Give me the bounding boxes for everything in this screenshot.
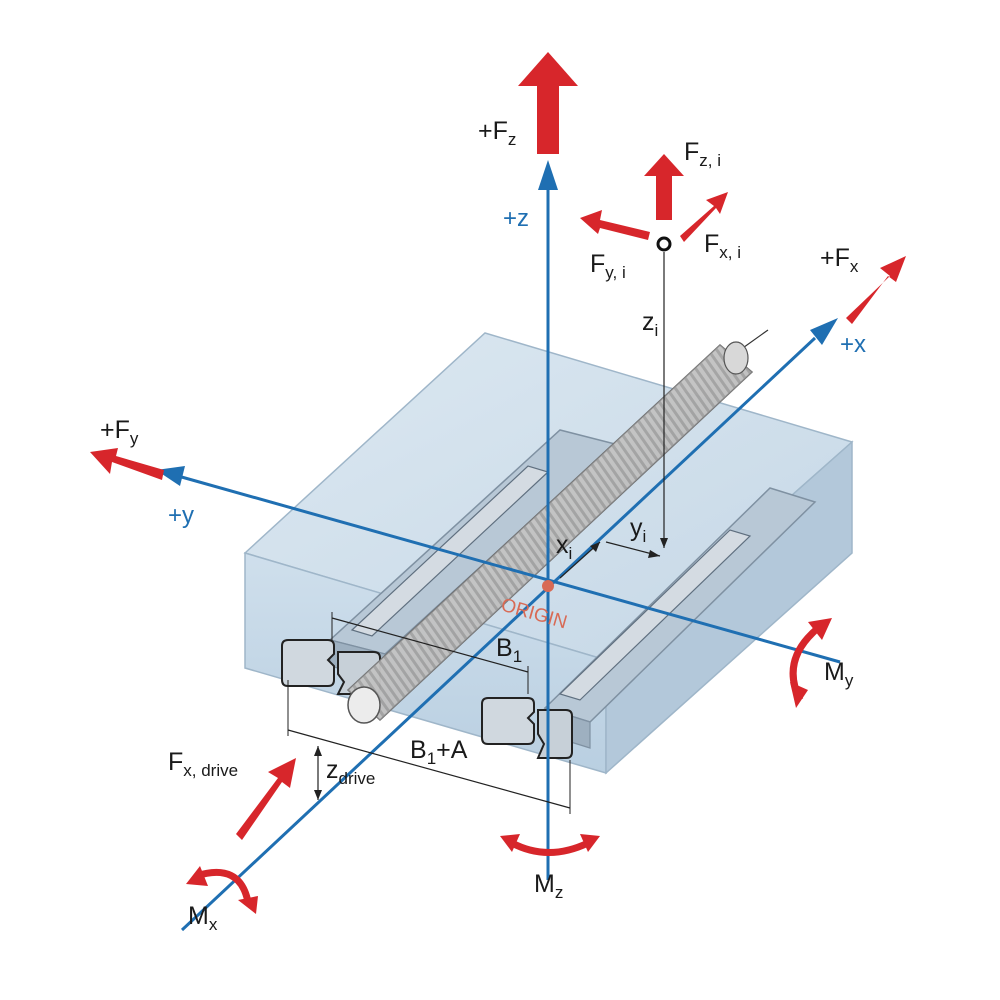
- label-fx: +Fx: [820, 244, 859, 276]
- label-mz: Mz: [534, 870, 563, 902]
- label-fxdrive: Fx, drive: [168, 748, 238, 780]
- label-zi: zi: [642, 308, 658, 340]
- label-my: My: [824, 658, 854, 690]
- label-fxi: Fx, i: [704, 230, 741, 262]
- axis-y-label: +y: [168, 502, 194, 529]
- moment-mz-arrow: [500, 834, 600, 856]
- origin-point: [542, 580, 554, 592]
- dim-zdrive-line: [314, 746, 322, 800]
- force-fzi-arrow: [644, 154, 684, 220]
- label-xi: xi: [556, 531, 572, 563]
- axis-x: [180, 318, 838, 932]
- label-yi: yi: [630, 514, 646, 546]
- label-fzi: Fz, i: [684, 138, 721, 170]
- dim-zi-line: [660, 252, 668, 548]
- dim-xi-line: [559, 541, 601, 579]
- axis-x-label: +x: [840, 331, 866, 358]
- force-fy-arrow: [90, 448, 164, 480]
- label-b1: B1: [496, 634, 522, 666]
- dim-b1a-line: [287, 680, 571, 814]
- force-fxi-arrow: [680, 192, 728, 242]
- axis-z-label: +z: [503, 205, 529, 232]
- label-zdrive: zdrive: [326, 756, 375, 788]
- force-fz-arrow: [518, 52, 578, 154]
- label-b1a: B1+A: [410, 736, 468, 768]
- right-ball-cage: [558, 529, 752, 701]
- moment-my-arrow: [789, 618, 832, 708]
- label-fy: +Fy: [100, 416, 139, 448]
- axis-z: [538, 160, 558, 880]
- force-fx-arrow: [846, 256, 906, 324]
- force-fyi-arrow: [580, 210, 650, 240]
- moment-mx-arrow: [186, 866, 258, 914]
- dim-b1-line: [331, 612, 529, 694]
- dim-yi-line: [605, 541, 661, 558]
- load-point-marker: [656, 236, 672, 252]
- label-fyi: Fy, i: [590, 250, 626, 282]
- ball-screw: [346, 329, 769, 724]
- screw-end-cap: [347, 686, 381, 724]
- right-guide-rail: [543, 487, 817, 749]
- label-fz: +Fz: [478, 117, 516, 149]
- force-fxdrive-arrow: [236, 758, 296, 840]
- label-mx: Mx: [188, 902, 218, 934]
